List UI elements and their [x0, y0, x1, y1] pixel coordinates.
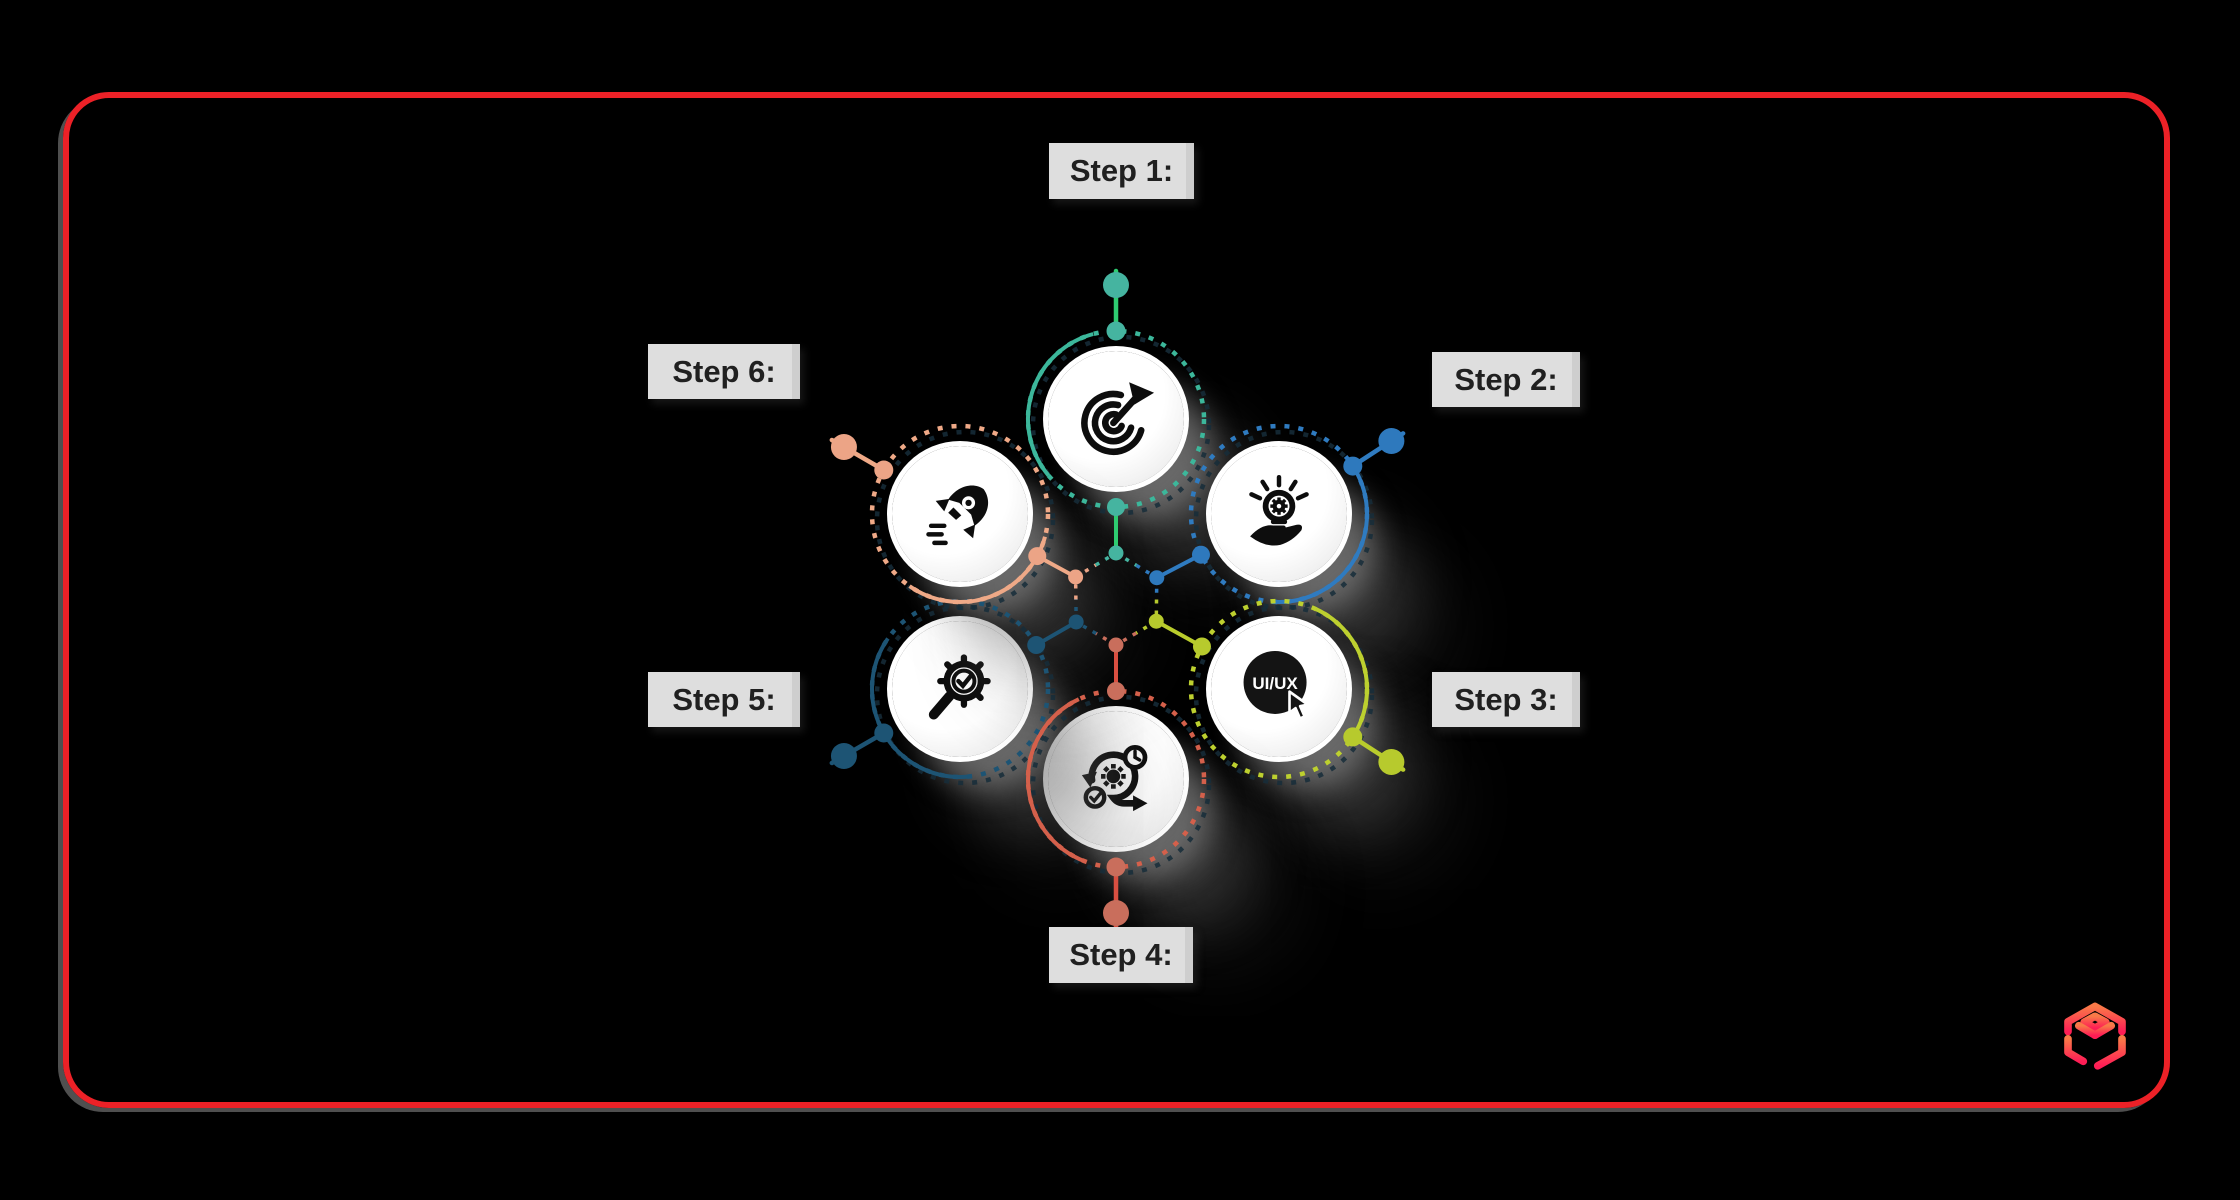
step-6-node — [892, 446, 1028, 582]
step-1-label: Step 1: — [1049, 143, 1194, 199]
rocket-icon — [926, 485, 989, 546]
target-arrow-icon — [1081, 382, 1155, 455]
uiux-text: UI/UX — [1252, 674, 1298, 693]
step-5-node — [892, 621, 1028, 757]
canvas-frame — [63, 92, 2170, 1108]
step-3-label: Step 3: — [1432, 672, 1580, 727]
step-2-label: Step 2: — [1432, 352, 1580, 407]
step-5-label: Step 5: — [648, 672, 800, 727]
step-6-label: Step 6: — [648, 344, 800, 399]
step-1-node — [1048, 351, 1184, 487]
agile-sprint-icon — [1081, 745, 1148, 812]
cube-logo — [2064, 1002, 2126, 1070]
uiux-cursor-icon: UI/UX — [1243, 650, 1310, 720]
step-2-node — [1211, 446, 1347, 582]
step-4-node — [1048, 711, 1184, 847]
search-gear-check-icon — [928, 654, 991, 720]
step-4-label: Step 4: — [1049, 927, 1193, 983]
step-3-node: UI/UX — [1211, 621, 1347, 757]
idea-hand-icon — [1249, 475, 1309, 546]
